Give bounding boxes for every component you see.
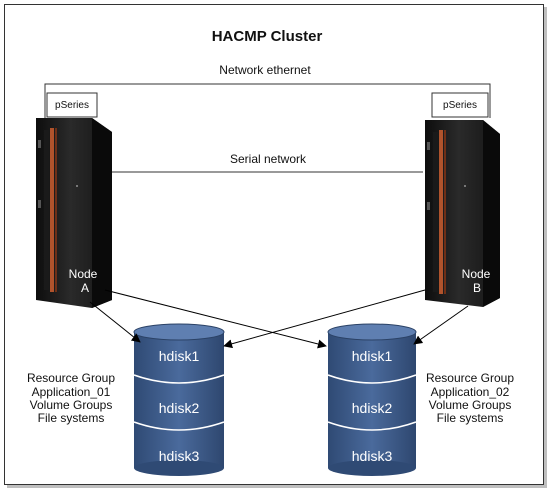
resource-group-right-line1: Resource Group — [426, 371, 514, 385]
arrow-node-b-to-left-disks — [223, 289, 426, 349]
node-a-platform-box — [46, 92, 98, 118]
right-disk-hdisk1: hdisk1 — [352, 348, 393, 364]
right-disk-hdisk2: hdisk2 — [352, 400, 393, 416]
node-b-name-line2: B — [473, 281, 481, 295]
resource-group-left-line3: Volume Groups — [30, 398, 113, 412]
node-b-server: Node B — [425, 120, 500, 307]
resource-group-right-line4: File systems — [437, 411, 504, 425]
node-a-server: Node A — [36, 118, 112, 308]
arrow-node-a-to-right-disks — [104, 289, 327, 349]
resource-group-left-line2: Application_01 — [32, 385, 111, 399]
resource-group-right: Resource Group Application_02 Volume Gro… — [426, 371, 514, 425]
resource-group-right-line3: Volume Groups — [429, 398, 512, 412]
left-disk-hdisk2: hdisk2 — [159, 400, 200, 416]
resource-group-left-line4: File systems — [38, 411, 105, 425]
node-b-name-line1: Node — [462, 267, 491, 281]
node-b-platform-box — [431, 92, 489, 118]
left-disk-stack: hdisk1 hdisk2 hdisk3 — [133, 323, 225, 476]
node-a-name-line1: Node — [69, 267, 98, 281]
network-ethernet-link — [44, 83, 491, 118]
left-disk-hdisk3: hdisk3 — [159, 448, 200, 464]
serial-network-label: Serial network — [230, 152, 307, 166]
node-a-platform-label: pSeries — [55, 100, 89, 111]
resource-group-left: Resource Group Application_01 Volume Gro… — [27, 371, 115, 425]
arrow-node-b-to-right-disks — [413, 305, 469, 345]
node-b-platform-label: pSeries — [443, 100, 477, 111]
diagram-title: HACMP Cluster — [212, 28, 323, 45]
resource-group-left-line1: Resource Group — [27, 371, 115, 385]
left-disk-hdisk1: hdisk1 — [159, 348, 200, 364]
right-disk-stack: hdisk1 hdisk2 hdisk3 — [327, 323, 417, 476]
right-disk-hdisk3: hdisk3 — [352, 448, 393, 464]
network-ethernet-label: Network ethernet — [219, 63, 311, 77]
arrow-node-a-to-left-disks — [89, 301, 141, 343]
node-a-name-line2: A — [81, 281, 89, 295]
resource-group-right-line2: Application_02 — [431, 385, 510, 399]
